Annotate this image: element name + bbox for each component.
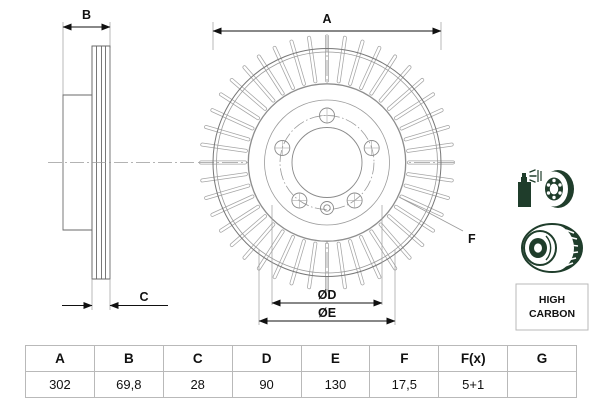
coated-disc-icon — [518, 169, 574, 208]
column-header-F: F — [369, 345, 440, 372]
table-row: 302 69,8 28 90 130 17,5 5+1 — [25, 371, 577, 398]
column-header-G: G — [507, 345, 577, 372]
dimension-label-OE: ØE — [318, 306, 336, 320]
value-Fx: 5+1 — [438, 371, 509, 398]
dimension-label-C: C — [139, 290, 148, 304]
locating-pin-hole — [320, 201, 334, 215]
value-A: 302 — [25, 371, 95, 398]
table-header-row: A B C D E F F(x) G — [25, 345, 577, 372]
column-header-B: B — [93, 345, 164, 372]
vane-pattern — [199, 34, 455, 291]
hat-step-circle — [264, 99, 390, 226]
hat-outer-circle — [248, 83, 406, 242]
column-header-D: D — [231, 345, 302, 372]
dimension-B: B — [62, 8, 111, 31]
dimension-label-F: F — [468, 232, 476, 246]
dimension-label-OD: ØD — [318, 288, 337, 302]
specifications-table: A B C D E F F(x) G 302 69,8 28 90 130 17… — [25, 345, 577, 398]
value-G — [507, 371, 577, 398]
dimension-label-A: A — [322, 12, 331, 26]
value-B: 69,8 — [93, 371, 164, 398]
vented-disc-icon — [521, 223, 583, 273]
dimension-C: C — [62, 290, 168, 309]
front-face-view: A — [198, 12, 476, 325]
disc-outer-circle-inner — [216, 51, 438, 274]
value-C: 28 — [162, 371, 233, 398]
column-header-Fx: F(x) — [438, 345, 509, 372]
dimension-OE: ØE — [258, 306, 396, 325]
centre-bore-circle — [291, 127, 363, 198]
dimension-A: A — [212, 12, 442, 35]
high-carbon-line1: HIGH — [539, 294, 565, 306]
dimension-OD: ØD — [271, 288, 383, 307]
side-section-view: B — [48, 8, 196, 310]
high-carbon-line2: CARBON — [529, 308, 575, 320]
value-D: 90 — [231, 371, 302, 398]
dimension-label-B: B — [82, 8, 91, 22]
dimension-F-leader: F — [398, 196, 476, 246]
column-header-C: C — [162, 345, 233, 372]
value-E: 130 — [300, 371, 371, 398]
high-carbon-badge: HIGH CARBON — [515, 283, 589, 331]
badge-column: HIGH CARBON — [515, 169, 589, 331]
friction-band-inner-circle — [247, 83, 407, 242]
value-F: 17,5 — [369, 371, 440, 398]
column-header-E: E — [300, 345, 371, 372]
column-header-A: A — [25, 345, 95, 372]
bolt-pitch-circle — [279, 115, 375, 210]
disc-outer-circle — [212, 48, 442, 277]
